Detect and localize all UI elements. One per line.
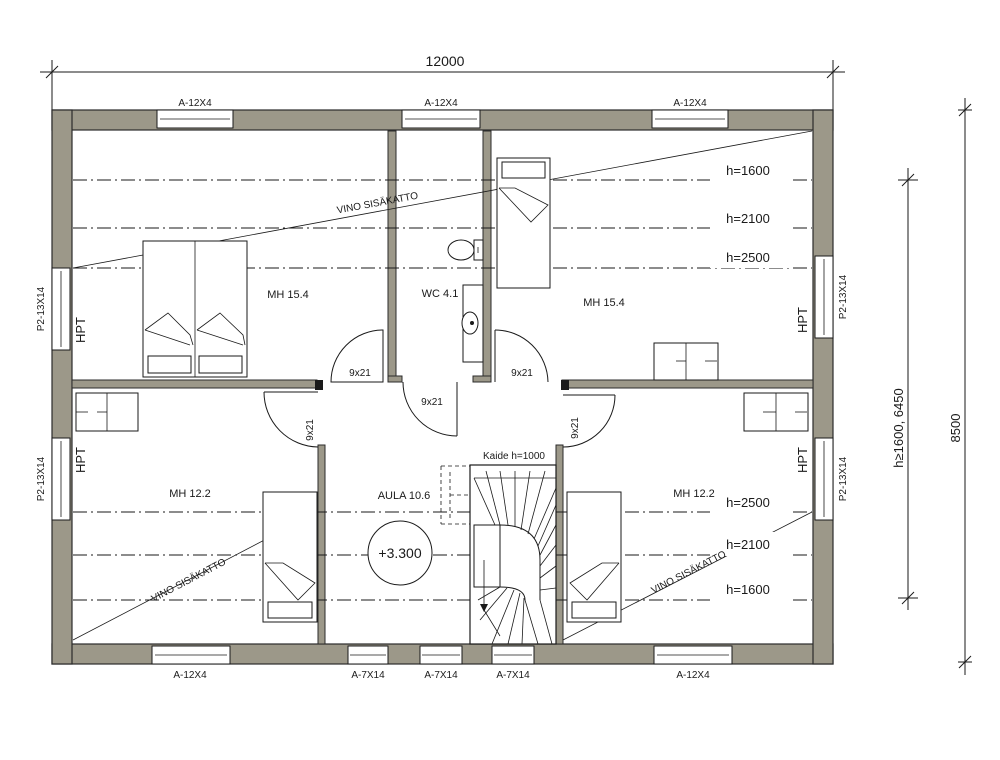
- door-label-5: 9x21: [570, 417, 581, 439]
- hpt-label-3: HPT: [795, 307, 810, 333]
- window-label-bottom-1: A-12X4: [173, 670, 207, 681]
- height-label-1600-bottom: h=1600: [726, 582, 770, 597]
- desk-se: [743, 392, 809, 432]
- knee-height-dimension: h≥1600, 6450: [891, 168, 918, 610]
- window-label-left-1: P2-13X14: [36, 286, 47, 331]
- height-label-2100-bottom: h=2100: [726, 537, 770, 552]
- height-label-2500-bottom: h=2500: [726, 495, 770, 510]
- level-marker: +3.300: [367, 520, 433, 586]
- depth-dimension-label: 8500: [948, 414, 963, 443]
- window-label-left-2: P2-13X14: [36, 456, 47, 501]
- single-bed-ne: [496, 157, 551, 289]
- room-label-mh-se: MH 12.2: [673, 488, 715, 500]
- width-dimension-label: 12000: [426, 53, 465, 69]
- desk-sw: [75, 392, 139, 432]
- railing-label: Kaide h=1000: [483, 451, 545, 462]
- staircase: [469, 464, 557, 645]
- window-label-bottom-2: A-7X14: [351, 670, 385, 681]
- window-label-right-1: P2-13X14: [838, 274, 849, 319]
- window-label-bottom-5: A-12X4: [676, 670, 710, 681]
- door-label-1: 9x21: [349, 368, 371, 379]
- hpt-label-2: HPT: [73, 447, 88, 473]
- width-dimension: 12000: [40, 53, 845, 110]
- door-label-3: 9x21: [511, 368, 533, 379]
- single-bed-sw: [262, 491, 318, 623]
- sink-icon: [461, 284, 484, 363]
- double-bed: [142, 240, 248, 378]
- door-label-2: 9x21: [421, 397, 443, 408]
- room-label-mh-sw: MH 12.2: [169, 488, 211, 500]
- room-label-wc: WC 4.1: [422, 288, 459, 300]
- door-label-4: 9x21: [305, 419, 316, 441]
- desk-ne: [653, 342, 719, 381]
- side-windows: P2-13X14 P2-13X14 P2-13X14 P2-13X14: [36, 255, 849, 521]
- hpt-label-4: HPT: [795, 447, 810, 473]
- interior-walls: [71, 130, 814, 645]
- level-label: +3.300: [378, 545, 421, 561]
- railing: Kaide h=1000: [440, 451, 545, 525]
- height-label-2100-top: h=2100: [726, 211, 770, 226]
- hpt-label-1: HPT: [73, 317, 88, 343]
- window-label-top-1: A-12X4: [178, 98, 212, 109]
- window-label-top-3: A-12X4: [673, 98, 707, 109]
- window-label-top-2: A-12X4: [424, 98, 458, 109]
- toilet-icon: [447, 239, 484, 261]
- height-label-1600-top: h=1600: [726, 163, 770, 178]
- window-label-bottom-3: A-7X14: [424, 670, 458, 681]
- room-label-mh-ne: MH 15.4: [583, 297, 625, 309]
- single-bed-se: [566, 491, 622, 623]
- hpt-labels: HPT HPT HPT HPT: [73, 307, 810, 473]
- room-label-aula: AULA 10.6: [378, 490, 431, 502]
- height-label-2500-top: h=2500: [726, 250, 770, 265]
- top-windows: A-12X4 A-12X4 A-12X4: [156, 98, 729, 129]
- depth-dimension: 8500: [948, 98, 972, 675]
- room-label-mh-nw: MH 15.4: [267, 289, 309, 301]
- window-label-bottom-4: A-7X14: [496, 670, 530, 681]
- bottom-windows: A-12X4 A-7X14 A-7X14 A-7X14 A-12X4: [151, 645, 733, 681]
- window-label-right-2: P2-13X14: [838, 456, 849, 501]
- knee-height-label: h≥1600, 6450: [891, 388, 906, 467]
- doors: 9x21 9x21 9x21 9x21 9x21: [263, 329, 616, 448]
